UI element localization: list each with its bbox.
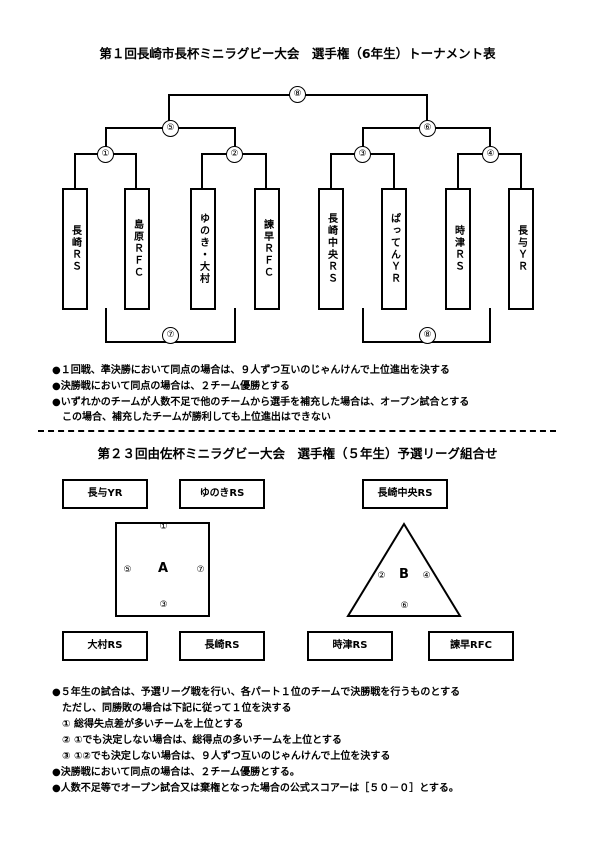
team-box: ゆのき・大村 bbox=[190, 188, 216, 310]
tournament-title: 第１回長崎市長杯ミニラグビー大会 選手権（6年生）トーナメント表 bbox=[99, 46, 496, 61]
pool-a-label: A bbox=[157, 561, 169, 576]
match-number-r1-1: ① bbox=[97, 146, 114, 163]
pool-a-left-number: ⑤ bbox=[123, 565, 132, 575]
pool-a-square bbox=[115, 522, 210, 617]
league-note: ① 総得失点差が多いチームを上位とする bbox=[52, 719, 244, 730]
team-box: 長崎中央RS bbox=[362, 479, 448, 509]
team-box: 長与YR bbox=[62, 479, 148, 509]
match-number-semi-right: ⑥ bbox=[419, 120, 436, 137]
team-box: 長崎ＲＳ bbox=[62, 188, 88, 310]
tournament-note: ●決勝戦において同点の場合は、２チーム優勝とする bbox=[52, 381, 290, 392]
match-number-placement-right: ⑧ bbox=[419, 327, 436, 344]
match-number-final: ⑧ bbox=[289, 86, 306, 103]
team-box: 大村RS bbox=[62, 631, 148, 661]
match-number-r1-3: ③ bbox=[354, 146, 371, 163]
tournament-note: ●いずれかのチームが人数不足で他のチームから選手を補充した場合は、オープン試合と… bbox=[52, 397, 470, 408]
match-number-semi-left: ⑤ bbox=[162, 120, 179, 137]
match-number-r1-2: ② bbox=[226, 146, 243, 163]
pool-b-bottom-number: ⑥ bbox=[400, 601, 409, 611]
team-box: 時津ＲＳ bbox=[445, 188, 471, 310]
team-box: 長崎中央ＲＳ bbox=[318, 188, 344, 310]
pool-a-top-number: ① bbox=[159, 522, 168, 532]
league-note: ただし、同勝敗の場合は下記に従って１位を決する bbox=[52, 703, 292, 714]
match-number-placement-left: ⑦ bbox=[162, 327, 179, 344]
tournament-note: この場合、補充したチームが勝利しても上位進出はできない bbox=[52, 412, 331, 423]
team-box: 長与ＹＲ bbox=[508, 188, 534, 310]
match-number-r1-4: ④ bbox=[482, 146, 499, 163]
league-note: ●決勝戦において同点の場合は、２チーム優勝とする。 bbox=[52, 767, 300, 778]
team-box: 諫早RFC bbox=[428, 631, 514, 661]
pool-b-triangle bbox=[346, 522, 462, 617]
league-note: ●５年生の試合は、予選リーグ戦を行い、各パート１位のチームで決勝戦を行うものとす… bbox=[52, 687, 461, 698]
team-box: 諫早ＲＦＣ bbox=[254, 188, 280, 310]
pool-b-label: B bbox=[399, 567, 409, 582]
team-box: ぱってんＹＲ bbox=[381, 188, 407, 310]
team-box: 長崎RS bbox=[179, 631, 265, 661]
team-box: ゆのきRS bbox=[179, 479, 265, 509]
pool-a-right-number: ⑦ bbox=[196, 565, 205, 575]
pool-b-right-number: ④ bbox=[422, 571, 431, 581]
section-divider bbox=[38, 430, 556, 432]
team-box: 島原ＲＦＣ bbox=[124, 188, 150, 310]
tournament-note: ●１回戦、準決勝において同点の場合は、９人ずつ互いのじゃんけんで上位進出を決する bbox=[52, 365, 450, 376]
league-note: ③ ①②でも決定しない場合は、９人ずつ互いのじゃんけんで上位を決する bbox=[52, 751, 391, 762]
league-note: ② ①でも決定しない場合は、総得点の多いチームを上位とする bbox=[52, 735, 342, 746]
pool-b-left-number: ② bbox=[377, 571, 386, 581]
league-note: ●人数不足等でオープン試合又は棄権となった場合の公式スコアーは［５０－０］とする… bbox=[52, 783, 459, 794]
pool-a-bottom-number: ③ bbox=[159, 600, 168, 610]
league-title: 第２３回由佐杯ミニラグビー大会 選手権（５年生）予選リーグ組合せ bbox=[97, 446, 498, 461]
team-box: 時津RS bbox=[307, 631, 393, 661]
